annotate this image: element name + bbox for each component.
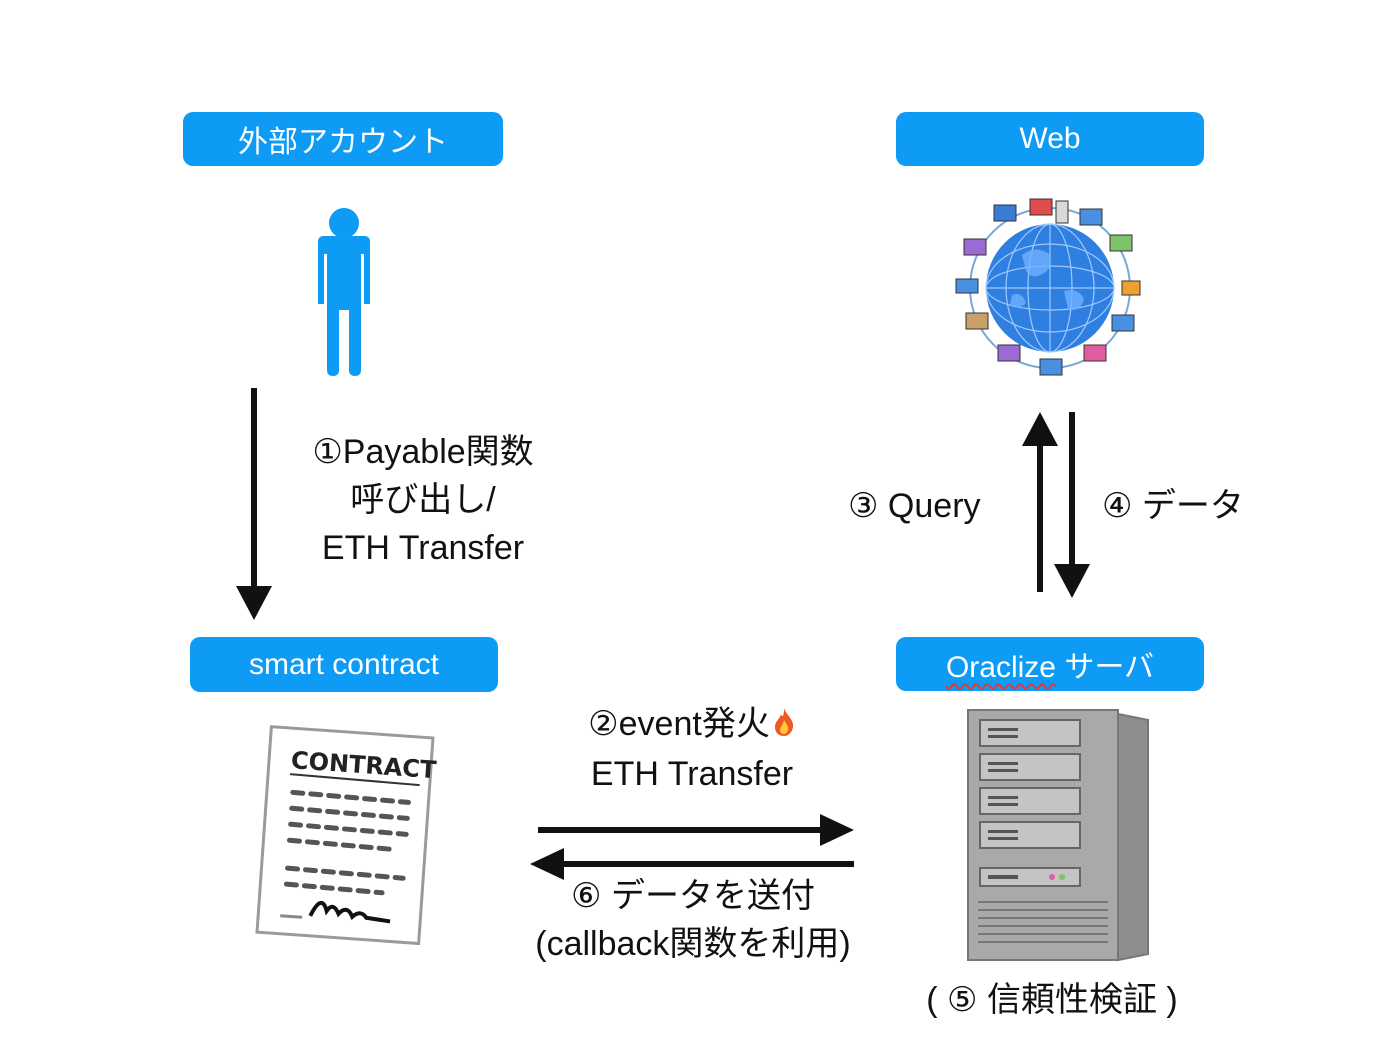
step6-line1: ⑥ データを送付 <box>571 877 815 915</box>
step2-line1: ②event発火 <box>588 705 770 743</box>
fire-icon <box>772 702 796 750</box>
arrow-step1-down <box>236 388 272 620</box>
web-label: Web <box>1019 122 1081 155</box>
step1-label: ①Payable関数 呼び出し/ ETH Transfer <box>292 428 554 572</box>
step5-label: ( ⑤ 信頼性検証 ) <box>926 981 1178 1019</box>
arrow-step2-right <box>538 814 854 846</box>
step6-label: ⑥ データを送付 (callback関数を利用) <box>512 872 874 968</box>
step1-line3: ETH Transfer <box>321 529 525 567</box>
step3-label: ③ Query <box>848 487 981 525</box>
oracle-server-box: Oraclize サーバ <box>896 637 1204 691</box>
step6-line2: (callback関数を利用) <box>535 925 851 963</box>
smart-contract-box: smart contract <box>190 637 498 692</box>
web-box: Web <box>896 112 1204 166</box>
server-tower-icon <box>967 709 1149 962</box>
step4-label: ④ データ <box>1102 487 1244 525</box>
globe-network-icon <box>955 198 1141 376</box>
step1-line2: 呼び出し/ <box>350 481 496 519</box>
external-account-label: 外部アカウント <box>238 126 448 159</box>
arrow-step6-left <box>530 848 854 880</box>
step1-line1: ①Payable関数 <box>312 433 534 471</box>
step2-label: ②event発火 ETH Transfer <box>552 700 832 798</box>
oracle-name: Oraclize <box>945 651 1056 684</box>
person-icon <box>318 208 370 376</box>
contract-document-icon: CONTRACT <box>255 725 438 946</box>
oracle-server-label: Oraclize サーバ <box>946 642 1154 686</box>
arrow-step4-down <box>1054 412 1090 598</box>
step2-line2: ETH Transfer <box>590 755 794 794</box>
smart-contract-label: smart contract <box>248 647 440 681</box>
arrow-step3-up <box>1022 412 1058 592</box>
external-account-box: 外部アカウント <box>183 112 503 166</box>
oracle-suffix: サーバ <box>1055 651 1155 684</box>
